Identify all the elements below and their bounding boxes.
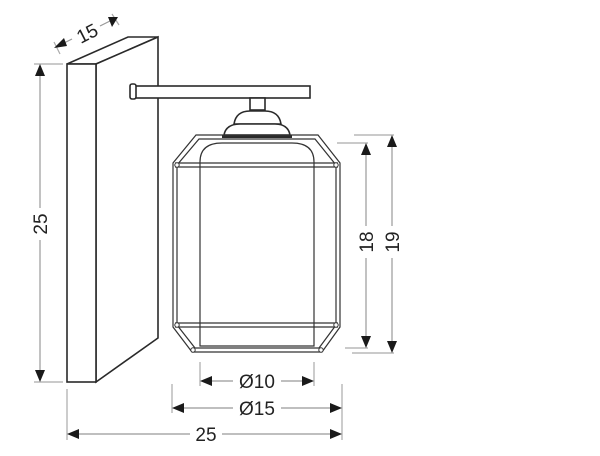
label-backplate-depth: 15 xyxy=(73,20,101,48)
dimension-total-projection: 25 xyxy=(66,389,342,446)
dimension-outer-diameter: Ø15 xyxy=(171,384,343,440)
dimension-inner-diameter: Ø10 xyxy=(199,362,315,393)
dimension-backplate-height: 25 xyxy=(31,63,63,383)
inner-glass-cylinder xyxy=(199,142,315,347)
label-inner-diameter: Ø10 xyxy=(239,372,275,393)
horizontal-arm xyxy=(129,83,311,100)
label-shade-total-height: 19 xyxy=(383,231,404,252)
label-outer-diameter: Ø15 xyxy=(239,399,275,420)
label-backplate-height: 25 xyxy=(31,213,52,234)
dimension-shade-inner-height: 18 xyxy=(337,142,378,349)
outer-cage-frame xyxy=(172,134,341,353)
mount-cap xyxy=(222,97,292,138)
wall-backplate xyxy=(66,35,159,384)
label-total-projection: 25 xyxy=(195,425,216,446)
dimension-shade-total-height: 19 xyxy=(352,134,404,354)
label-shade-inner-height: 18 xyxy=(357,231,378,252)
